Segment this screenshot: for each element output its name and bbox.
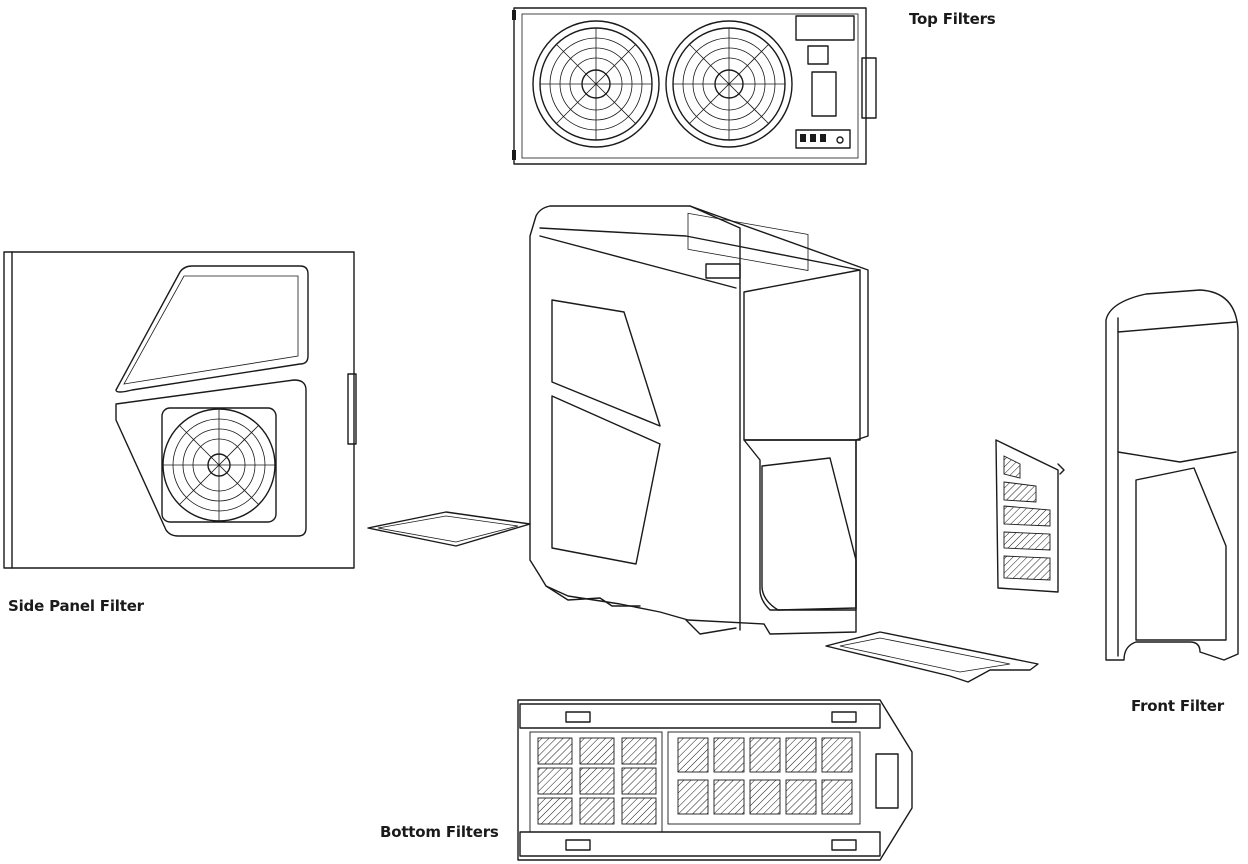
bottom-filter-left: [529, 731, 663, 833]
side-panel: [3, 251, 357, 569]
bottom-filter-tray: [825, 631, 1039, 683]
bottom-filter-right: [667, 731, 861, 825]
label-front-filter: Front Filter: [1131, 697, 1224, 715]
side-panel-fan: [161, 407, 277, 523]
top-fan-left: [532, 20, 660, 148]
front-panel: [1105, 289, 1239, 661]
top-fan-right: [665, 20, 793, 148]
bottom-view-panel: [517, 699, 913, 861]
label-side-panel-filter: Side Panel Filter: [8, 597, 144, 615]
top-view-panel: [512, 7, 877, 165]
label-top-filters: Top Filters: [909, 10, 996, 28]
main-case: [529, 205, 869, 635]
label-bottom-filters: Bottom Filters: [380, 823, 499, 841]
side-filter-tray: [367, 511, 531, 547]
front-filter-mesh: [995, 439, 1065, 593]
